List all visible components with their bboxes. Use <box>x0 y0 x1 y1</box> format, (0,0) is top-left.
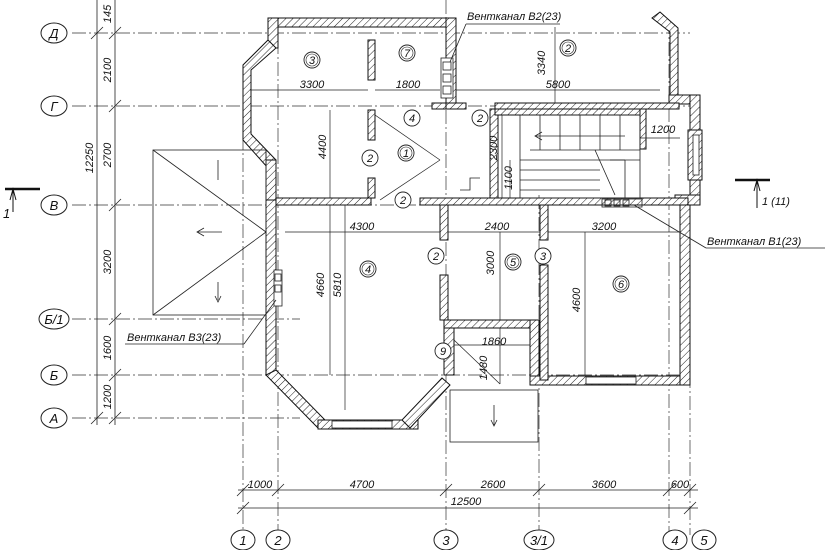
exterior-walls <box>242 11 703 430</box>
room-mark-2-top: 2 <box>564 43 571 55</box>
room-mark-7: 7 <box>404 48 411 60</box>
dim-3340: 3340 <box>536 50 548 75</box>
axis-label-row-v: В <box>50 198 59 213</box>
note-vent-b2: Вентканал В2(23) <box>467 11 562 23</box>
dim-1200: 1200 <box>102 384 114 409</box>
room-mark-3-b: 3 <box>540 251 547 263</box>
section-label-right: 1 (11) <box>762 196 790 208</box>
dim-4600: 4600 <box>571 287 583 312</box>
axis-label-col-5: 5 <box>700 533 708 548</box>
dim-2100: 2100 <box>102 57 114 83</box>
room-mark-2-a: 2 <box>476 113 483 125</box>
dim-1100: 1100 <box>503 165 515 190</box>
axis-label-row-a: А <box>49 411 59 426</box>
dim-3300: 3300 <box>300 79 325 91</box>
axis-label-row-b: Б <box>50 368 59 383</box>
row-axis-labels <box>38 22 70 429</box>
room-mark-1: 1 <box>403 148 409 160</box>
room-mark-bubbles <box>303 39 630 360</box>
note-vent-b3: Вентканал В3(23) <box>127 332 222 344</box>
staircase <box>460 114 643 208</box>
dim-total-12500: 12500 <box>451 496 482 508</box>
room-mark-2-b: 2 <box>366 153 373 165</box>
dim-1480: 1480 <box>478 355 490 380</box>
dim-1800: 1800 <box>396 79 421 91</box>
axis-label-col-4: 4 <box>671 533 678 548</box>
room-mark-inner-rings <box>305 41 628 291</box>
dim-4660: 4660 <box>315 272 327 297</box>
room-mark-4: 4 <box>365 264 371 276</box>
dim-600: 600 <box>671 479 690 491</box>
dim-3600: 3600 <box>592 479 617 491</box>
axis-label-row-g: Г <box>50 99 58 114</box>
axis-label-row-d: Д <box>47 26 58 41</box>
dim-1860: 1860 <box>482 336 507 348</box>
axis-label-col-3: 3 <box>442 533 450 548</box>
dim-2400: 2400 <box>484 221 510 233</box>
interior-dimensions <box>250 27 680 410</box>
dim-3200: 3200 <box>102 249 114 274</box>
dim-5800: 5800 <box>546 79 571 91</box>
axis-label-row-b1: Б/1 <box>44 312 63 327</box>
bottom-dimension-chain <box>236 483 698 515</box>
room-mark-4-small: 4 <box>409 113 415 125</box>
room-mark-3: 3 <box>309 55 316 67</box>
room-mark-2-c: 2 <box>399 195 406 207</box>
axis-label-col-2: 2 <box>273 533 282 548</box>
dim-1600: 1600 <box>102 335 114 360</box>
note-vent-b1: Вентканал В1(23) <box>707 236 802 248</box>
axis-grid <box>72 0 700 535</box>
room-mark-6: 6 <box>618 279 625 291</box>
dim-2700: 2700 <box>102 142 114 168</box>
dim-2600: 2600 <box>480 479 506 491</box>
dim-5810: 5810 <box>332 272 344 297</box>
note-leaders <box>125 23 825 345</box>
dim-3000: 3000 <box>485 250 497 275</box>
roof-overhang <box>152 149 539 443</box>
dim-total-12250: 12250 <box>84 142 96 173</box>
section-mark-right <box>735 178 770 208</box>
room-mark-9: 9 <box>440 346 446 358</box>
room-mark-2-d: 2 <box>432 251 439 263</box>
dim-2300: 2300 <box>488 135 500 161</box>
axis-label-col-3-1: 3/1 <box>530 533 548 548</box>
windows <box>331 134 700 429</box>
dim-4700: 4700 <box>350 479 375 491</box>
room-mark-5: 5 <box>510 257 517 269</box>
column-axis-labels <box>230 529 717 550</box>
dim-3200-inner: 3200 <box>592 221 617 233</box>
dim-145: 145 <box>102 4 114 23</box>
vent-shafts <box>273 57 454 307</box>
dim-4300: 4300 <box>350 221 375 233</box>
dim-1200-stair: 1200 <box>651 124 676 136</box>
section-mark-left <box>5 187 40 212</box>
axis-label-col-1: 1 <box>239 533 246 548</box>
dim-1000: 1000 <box>248 479 273 491</box>
left-dimension-chain <box>90 0 122 425</box>
dim-4400: 4400 <box>317 134 329 159</box>
section-label-left: 1 <box>3 206 10 221</box>
